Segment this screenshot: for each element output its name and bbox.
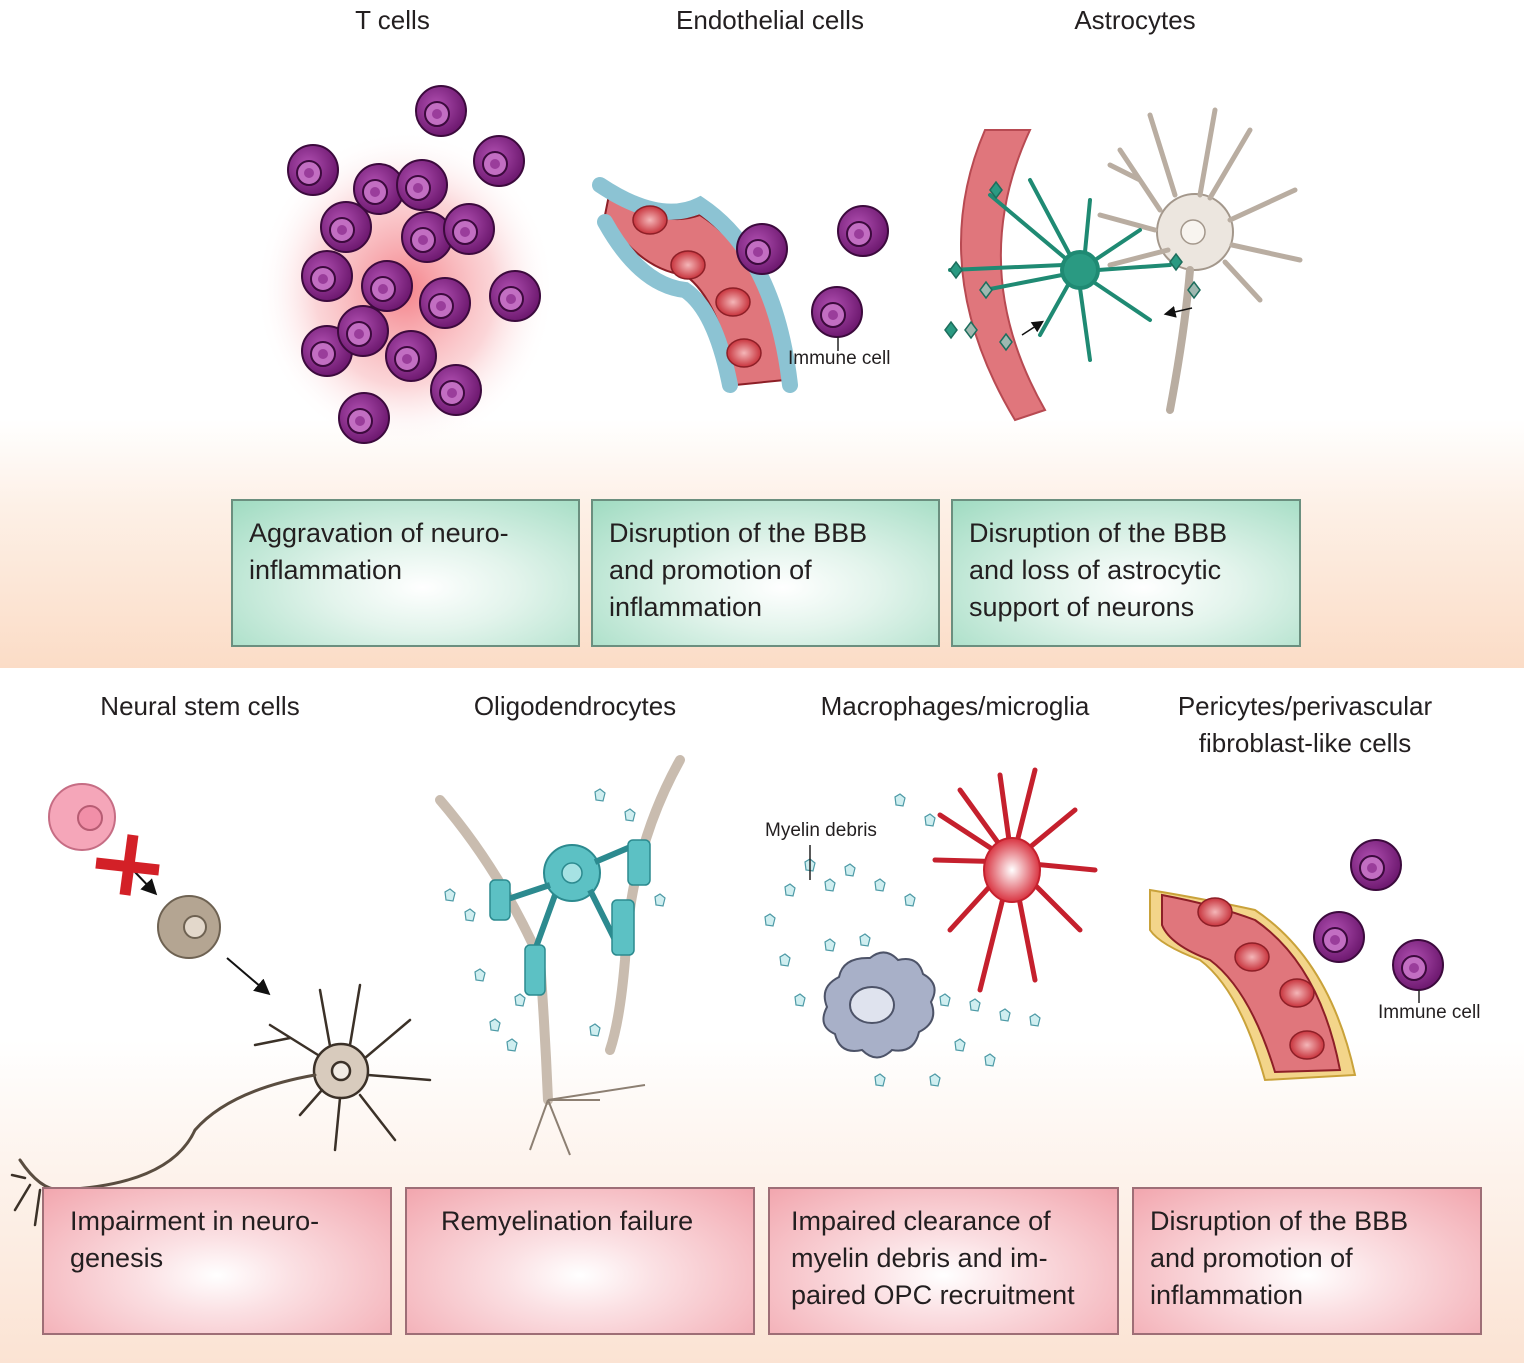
label-immune-cell-bottom: Immune cell: [1378, 1002, 1481, 1023]
immune-cells-pericyte: [1313, 839, 1444, 1003]
box-t-cells-text: Aggravation of neuro- inflammation: [249, 518, 509, 585]
blocked-arrow-red-x: [95, 834, 160, 896]
pericyte-vessel: [1149, 888, 1357, 1082]
box-astrocytes: Disruption of the BBB and loss of astroc…: [951, 499, 1301, 647]
box-oligodendrocytes: Remyelination failure: [405, 1187, 755, 1335]
neuron-astrocytes: [1097, 107, 1303, 414]
box-astrocytes-text: Disruption of the BBB and loss of astroc…: [969, 518, 1228, 622]
title-neural-stem-cells: Neural stem cells: [100, 691, 300, 721]
box-pericytes-text: Disruption of the BBB and promotion of i…: [1150, 1206, 1409, 1310]
progenitor-cell: [157, 895, 271, 996]
title-astrocytes: Astrocytes: [1074, 5, 1196, 35]
astrocyte-endfeet: [944, 180, 1201, 352]
box-neural-stem: Impairment in neuro- genesis: [42, 1187, 392, 1335]
immune-cells-endothelial: [736, 205, 889, 351]
oligodendrocyte-axon-terminal: [529, 1084, 646, 1156]
title-macrophages-microglia: Macrophages/microglia: [820, 691, 1090, 721]
t-cell-cluster: [255, 85, 555, 450]
label-immune-cell-top: Immune cell: [788, 348, 891, 369]
astrocyte-arrows: [1021, 305, 1193, 336]
microglia: [932, 767, 1098, 993]
title-endothelial-cells: Endothelial cells: [676, 5, 864, 35]
title-oligodendrocytes: Oligodendrocytes: [473, 691, 677, 721]
box-macrophages: Impaired clearance of myelin debris and …: [768, 1187, 1119, 1335]
box-endothelial-text: Disruption of the BBB and promotion of i…: [609, 518, 868, 622]
neuron-neural-stem: [10, 983, 432, 1227]
oligodendrocyte: [489, 839, 651, 996]
label-myelin-debris: Myelin debris: [765, 820, 877, 841]
astrocyte-vessel: [960, 129, 1047, 422]
blood-vessel-endothelial: [592, 177, 798, 393]
box-macrophages-text: Impaired clearance of myelin debris and …: [791, 1206, 1075, 1310]
box-oligodendrocytes-text: Remyelination failure: [441, 1206, 694, 1236]
box-neural-stem-text: Impairment in neuro- genesis: [70, 1206, 320, 1273]
box-endothelial: Disruption of the BBB and promotion of i…: [591, 499, 940, 647]
macrophage: [822, 951, 936, 1059]
astrocyte: [948, 178, 1172, 362]
title-pericytes: Pericytes/perivascular fibroblast-like c…: [1177, 691, 1433, 758]
axons-oligodendrocyte: [435, 755, 685, 1105]
box-pericytes: Disruption of the BBB and promotion of i…: [1132, 1187, 1482, 1335]
row-separator: [0, 668, 1524, 671]
box-t-cells: Aggravation of neuro- inflammation: [231, 499, 580, 647]
neural-stem-cell: [48, 783, 116, 851]
title-t-cells: T cells: [355, 5, 430, 35]
